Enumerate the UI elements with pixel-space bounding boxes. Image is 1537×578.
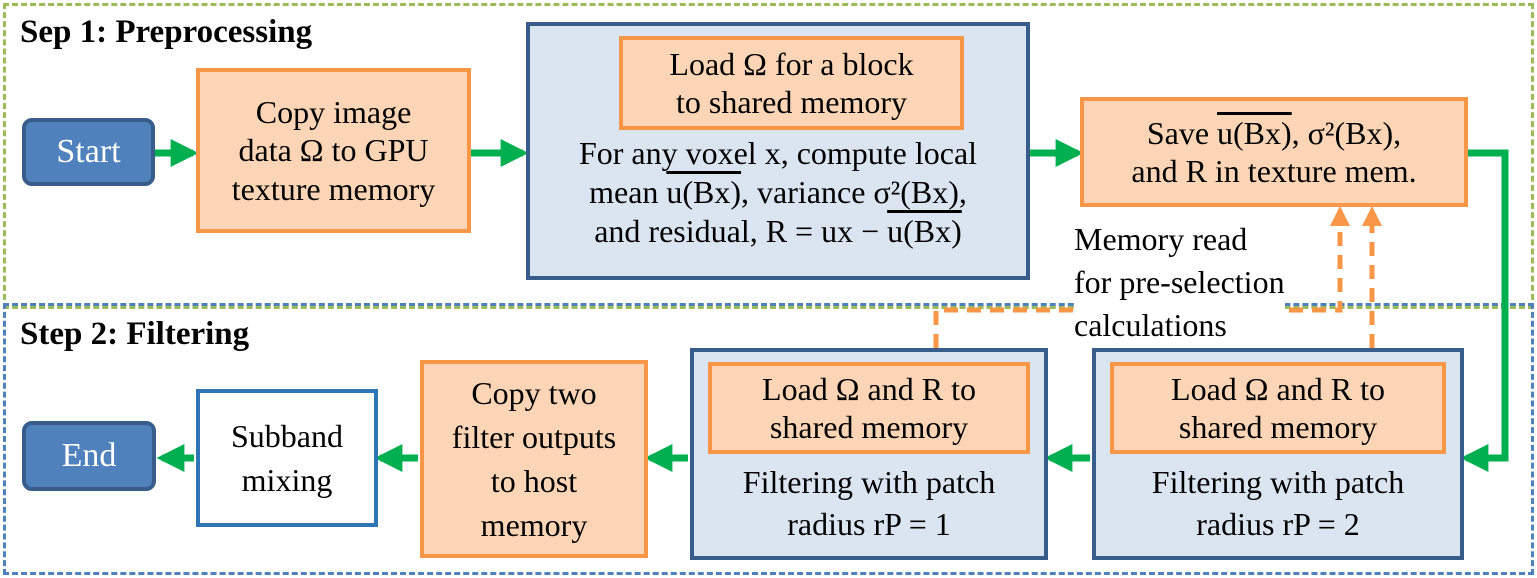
load-block-box: Load Ω for a block to shared memory [619, 36, 964, 130]
copy-image-line-2: data Ω to GPU [238, 132, 429, 169]
load-block-line-2: to shared memory [675, 84, 908, 120]
copy-image-line-3: texture memory [231, 170, 436, 207]
compute-line-2-mean: u(Bx) [666, 174, 742, 211]
copy-out-line-1: Copy two [471, 374, 597, 411]
end-label: End [61, 436, 117, 474]
filter-r2-box: Load Ω and R to shared memory Filtering … [1092, 348, 1464, 560]
compute-box: Load Ω for a block to shared memory For … [526, 22, 1030, 280]
save-box: Save u(Bx), σ²(Bx), and R in texture mem… [1080, 97, 1468, 207]
compute-text: For any voxel x, compute local mean u(Bx… [530, 134, 1026, 251]
load-r1-line-1: Load Ω and R to [762, 370, 976, 407]
compute-line-3-mean: u(Bx) [887, 213, 962, 250]
subband-line-2: mixing [241, 462, 333, 498]
compute-line-2-c: , variance σ²(Bx), [741, 174, 967, 211]
filter-r2-line-1: Filtering with patch [1151, 464, 1405, 500]
subband-line-1: Subband [231, 417, 343, 454]
load-r2-box: Load Ω and R to shared memory [1110, 362, 1446, 454]
load-r2-line-2: shared memory [1178, 409, 1378, 445]
step1-label: Sep 1: Preprocessing [20, 14, 313, 50]
load-r1-box: Load Ω and R to shared memory [708, 362, 1030, 454]
copy-image-line-1: Copy image [255, 93, 412, 130]
copy-image-box: Copy image data Ω to GPU texture memory [196, 68, 471, 233]
step2-label: Step 2: Filtering [20, 316, 250, 352]
load-block-line-1: Load Ω for a block [669, 45, 914, 82]
filter-r1-line-2: radius rP = 1 [787, 505, 951, 542]
filter-r1-text: Filtering with patch radius rP = 1 [694, 462, 1044, 545]
compute-line-1: For any voxel x, compute local [578, 135, 978, 171]
step1-frame [3, 3, 1534, 309]
subband-box: Subband mixing [196, 389, 378, 527]
compute-line-2-a: mean [589, 174, 667, 211]
copy-out-line-2: filter outputs [451, 418, 617, 455]
filter-r1-box: Load Ω and R to shared memory Filtering … [690, 348, 1048, 560]
compute-line-3: and residual, R = ux − u(Bx) [594, 212, 962, 251]
memory-read-note: Memory read for pre-selection calculatio… [1074, 218, 1285, 348]
filter-r2-line-2: radius rP = 2 [1196, 505, 1360, 542]
copy-out-line-4: memory [480, 507, 588, 544]
save-line-1: Save u(Bx), σ²(Bx), [1147, 114, 1401, 152]
memory-read-line-1: Memory read [1074, 221, 1248, 257]
save-line-1-a: Save [1146, 114, 1218, 151]
start-node: Start [22, 118, 155, 186]
copy-out-line-3: to host [490, 463, 578, 499]
arrow-save-to-filter-r2 [1460, 149, 1509, 472]
start-label: Start [56, 132, 121, 170]
save-line-1-mean: u(Bx) [1217, 114, 1292, 151]
load-r1-line-2: shared memory [769, 409, 969, 445]
load-r2-line-1: Load Ω and R to [1171, 370, 1385, 407]
compute-line-3-a: and residual, R = ux − [594, 213, 888, 250]
copy-out-box: Copy two filter outputs to host memory [420, 360, 648, 558]
end-node: End [22, 421, 156, 491]
save-line-2: and R in texture mem. [1131, 153, 1417, 189]
memory-read-line-3: calculations [1074, 307, 1227, 344]
save-line-1-c: , σ²(Bx), [1291, 114, 1402, 151]
filter-r2-text: Filtering with patch radius rP = 2 [1096, 462, 1460, 545]
step2-frame [3, 303, 1534, 575]
memory-read-line-2: for pre-selection [1074, 264, 1285, 301]
filter-r1-line-1: Filtering with patch [742, 464, 996, 500]
compute-line-2: mean u(Bx), variance σ²(Bx), [589, 173, 967, 212]
